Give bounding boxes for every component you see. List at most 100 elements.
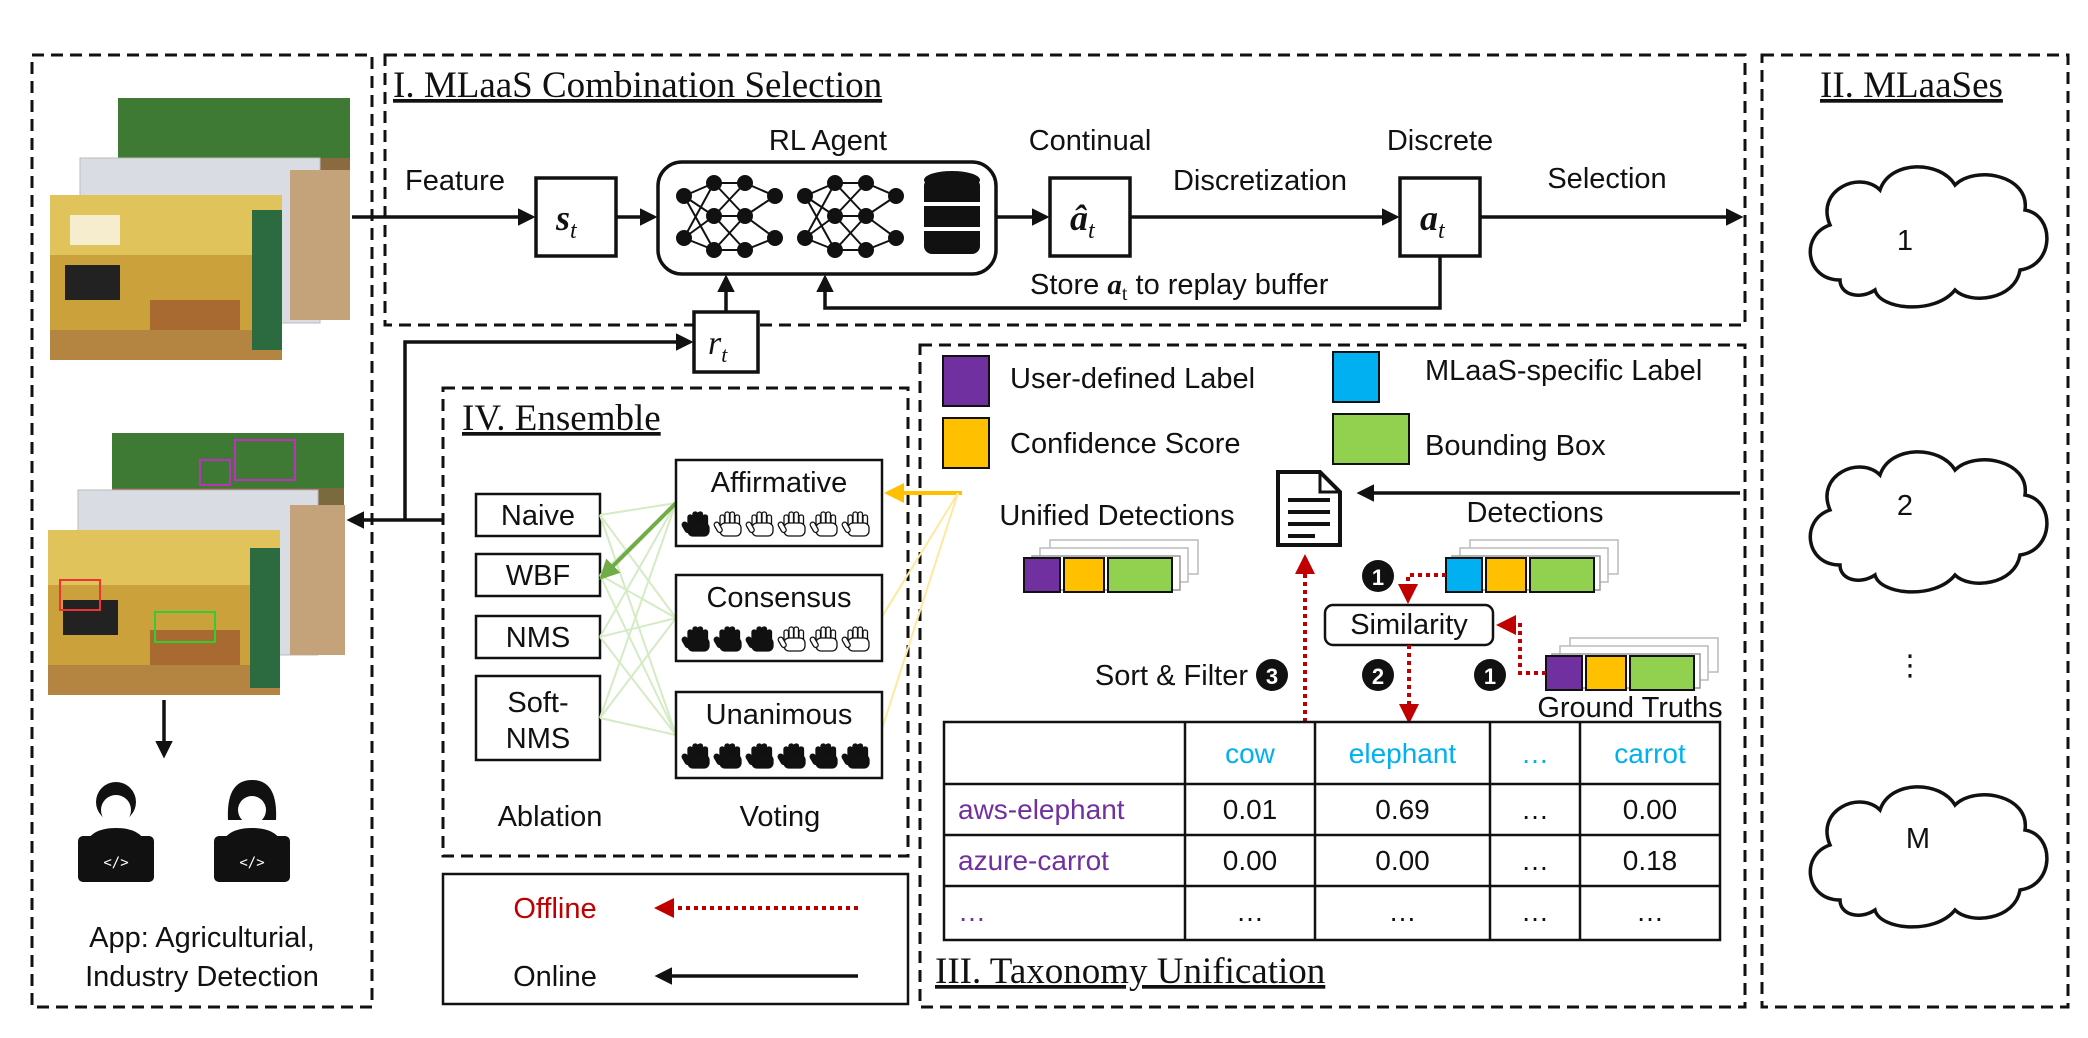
table-cell: …	[1636, 896, 1664, 927]
voting-strategy-label: Unanimous	[706, 699, 853, 731]
unified-detection-stack	[1023, 539, 1199, 593]
raised-hand-outline-icon	[841, 626, 870, 652]
unified-detections-label: Unified Detections	[999, 500, 1234, 532]
state-symbol: st	[555, 198, 578, 244]
ensemble-link	[599, 636, 677, 736]
legend-bbox: Bounding Box	[1425, 430, 1606, 462]
raised-hand-filled-icon	[713, 743, 742, 769]
table-cell: 0.18	[1623, 845, 1678, 876]
svg-text:</>: </>	[103, 855, 128, 871]
mlaas-ellipsis: ⋮	[1896, 650, 1925, 682]
legend-mlaas-label-swatch	[1332, 351, 1380, 403]
table-cell: 0.00	[1623, 794, 1678, 825]
ensemble-method-label: NMS	[506, 622, 570, 654]
detections-label: Detections	[1466, 497, 1603, 529]
raised-hand-filled-icon	[681, 626, 710, 652]
discrete-action-symbol: at	[1420, 198, 1446, 244]
raised-hand-filled-icon	[745, 743, 774, 769]
unified-to-consensus-line	[879, 492, 959, 621]
table-row-label: azure-carrot	[958, 845, 1109, 876]
raised-hand-filled-icon	[681, 743, 710, 769]
mlaas-cloud-m: M	[1808, 785, 2049, 929]
ensemble-link	[599, 502, 677, 638]
raised-hand-filled-icon	[809, 743, 838, 769]
ensemble-link	[599, 502, 677, 719]
ensemble-links	[599, 501, 678, 736]
ensemble-link	[599, 514, 677, 619]
detections-to-similarity-arrow	[1398, 573, 1446, 604]
state-box	[534, 176, 618, 258]
ensemble-link	[599, 574, 677, 619]
svg-text:M: M	[1906, 823, 1930, 855]
raised-hand-filled-icon	[745, 626, 774, 652]
selected-link-arrow	[599, 501, 678, 580]
section-title-mlaases: II. MLaaSes	[1820, 65, 2003, 106]
legend-user-label-swatch	[942, 355, 990, 407]
target-network-icon	[797, 175, 904, 258]
raised-hand-filled-icon	[841, 743, 870, 769]
svg-text:1: 1	[1484, 664, 1496, 689]
continual-action-box	[1048, 176, 1132, 258]
detection-stack	[1445, 539, 1619, 593]
raised-hand-filled-icon	[713, 626, 742, 652]
step-1-badge: 1	[1362, 560, 1394, 592]
app-caption-line1: App: Agriculturial,	[89, 922, 315, 954]
legend-confidence: Confidence Score	[1010, 428, 1241, 460]
table-cell: 0.69	[1375, 794, 1430, 825]
svg-text:</>: </>	[239, 855, 264, 871]
legend-mlaas-label: MLaaS-specific Label	[1425, 355, 1702, 387]
table-header-cell: carrot	[1614, 738, 1686, 769]
ensemble-method-label: Naive	[501, 500, 575, 532]
raised-hand-outline-icon	[777, 626, 806, 652]
svg-text:2: 2	[1372, 664, 1384, 689]
raised-hand-filled-icon	[681, 511, 710, 537]
key-box	[441, 872, 910, 1006]
legend-confidence-swatch	[942, 417, 990, 469]
continual-label: Continual	[1029, 125, 1152, 157]
section-title-combination: I. MLaaS Combination Selection	[393, 65, 882, 106]
ground-truths-label: Ground Truths	[1537, 692, 1722, 724]
mlaas-cloud-1: 1	[1808, 165, 2049, 309]
section-title-taxonomy: III. Taxonomy Unification	[935, 951, 1325, 992]
output-image-stack	[48, 433, 345, 695]
raised-hand-outline-icon	[809, 626, 838, 652]
sort-filter-label: Sort & Filter	[1095, 660, 1248, 692]
ensemble-link	[599, 514, 677, 736]
ensemble-link	[599, 574, 677, 736]
unified-to-unanimous-line	[879, 492, 959, 736]
selection-label: Selection	[1547, 163, 1666, 195]
ensemble-method-label: WBF	[506, 560, 570, 592]
ensemble-link	[599, 717, 677, 736]
ablation-label: Ablation	[498, 801, 603, 833]
table-cell: 0.00	[1223, 845, 1278, 876]
discrete-action-box	[1398, 176, 1482, 258]
ensemble-method-label: Soft-	[507, 687, 568, 719]
rl-agent-label: RL Agent	[769, 125, 887, 157]
raised-hand-outline-icon	[809, 511, 838, 537]
table-cell: …	[1521, 794, 1549, 825]
step-2-badge: 2	[1362, 659, 1394, 691]
table-header-cell: elephant	[1349, 738, 1457, 769]
ensemble-panel	[441, 386, 910, 858]
ensemble-method-box	[474, 614, 602, 660]
raised-hand-outline-icon	[713, 511, 742, 537]
gt-to-similarity-arrow	[1496, 615, 1546, 675]
store-label: Store at to replay buffer	[1030, 269, 1329, 305]
table-cell: 0.00	[1375, 845, 1430, 876]
raised-hand-outline-icon	[841, 511, 870, 537]
svg-text:3: 3	[1266, 664, 1278, 689]
ensemble-method-box	[474, 674, 602, 762]
reward-box	[692, 310, 760, 374]
table-header-cell: cow	[1225, 738, 1276, 769]
similarity-label: Similarity	[1350, 609, 1468, 641]
output-to-reward-arrow	[403, 333, 694, 520]
legend-user-label: User-defined Label	[1010, 363, 1255, 395]
section-title-ensemble: IV. Ensemble	[462, 398, 661, 439]
developer-icon: </>	[78, 782, 154, 882]
table-cell: …	[1236, 896, 1264, 927]
svg-text:1: 1	[1372, 565, 1384, 590]
table-header-cell: …	[1521, 738, 1549, 769]
step-1-badge-gt: 1	[1474, 659, 1506, 691]
